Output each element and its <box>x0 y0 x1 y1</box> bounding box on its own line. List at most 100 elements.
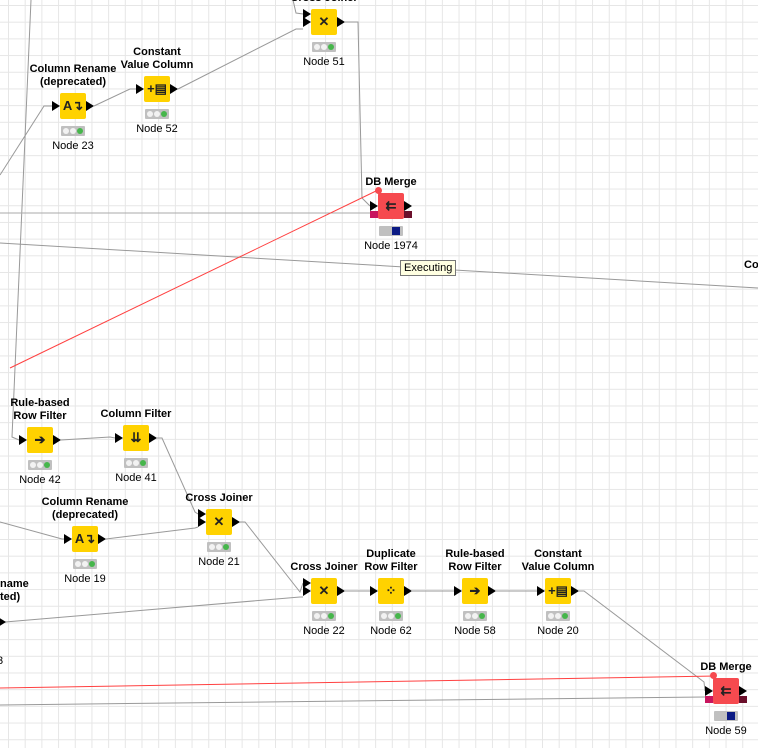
input-port[interactable] <box>136 84 144 94</box>
duplicate-row-filter-icon[interactable]: ⁘ <box>378 578 404 604</box>
node-59[interactable]: DB Merge⇇Node 59 <box>700 661 751 738</box>
status-yellow-off <box>69 128 76 134</box>
db-session-input-port[interactable] <box>705 696 713 703</box>
input-port[interactable] <box>303 9 311 19</box>
output-port[interactable] <box>0 617 6 627</box>
data-connection[interactable] <box>177 28 303 90</box>
data-connection[interactable] <box>157 437 199 515</box>
node-title-line: Row Filter <box>364 560 418 573</box>
status-traffic-light <box>463 611 487 621</box>
input-port[interactable] <box>454 586 462 596</box>
data-connection[interactable] <box>60 436 116 441</box>
input-port[interactable] <box>303 17 311 27</box>
db-session-input-port[interactable] <box>370 211 378 218</box>
node-41[interactable]: Column Filter⇊Node 41 <box>101 408 172 485</box>
status-green-on <box>562 613 569 619</box>
input-port[interactable] <box>370 201 378 211</box>
input-port[interactable] <box>64 534 72 544</box>
partial-title-line: ted) <box>0 590 21 603</box>
status-red-off <box>62 128 69 134</box>
input-port[interactable] <box>198 517 206 527</box>
output-port[interactable] <box>149 433 157 443</box>
status-red-off <box>208 544 215 550</box>
cross-joiner-icon[interactable]: ✕ <box>311 578 337 604</box>
output-port[interactable] <box>98 534 106 544</box>
output-port[interactable] <box>404 586 412 596</box>
output-port[interactable] <box>232 517 240 527</box>
node-19[interactable]: Column Rename(deprecated)A↴Node 19 <box>42 496 129 585</box>
data-connection[interactable] <box>579 590 706 692</box>
flow-variable-connection[interactable] <box>0 675 717 689</box>
status-yellow-off <box>387 613 394 619</box>
data-connection[interactable] <box>105 526 199 540</box>
status-executing <box>714 711 738 721</box>
input-port[interactable] <box>537 586 545 596</box>
data-connection[interactable] <box>0 521 64 540</box>
node-label: Node 42 <box>19 474 61 486</box>
status-executing <box>379 226 403 236</box>
node-23[interactable]: Column Rename(deprecated)A↴Node 23 <box>30 63 117 152</box>
status-traffic-light <box>207 542 231 552</box>
output-port[interactable] <box>488 586 496 596</box>
input-port[interactable] <box>370 586 378 596</box>
column-rename-icon[interactable]: A↴ <box>60 93 86 119</box>
input-port[interactable] <box>19 435 27 445</box>
data-connection[interactable] <box>0 696 706 706</box>
rule-row-filter-icon[interactable]: ➔ <box>27 427 53 453</box>
node-title-line: Cross Joiner <box>290 560 358 573</box>
input-port[interactable] <box>303 578 311 588</box>
output-port[interactable] <box>337 17 345 27</box>
rule-row-filter-icon[interactable]: ➔ <box>462 578 488 604</box>
node-title-line: Rule-based <box>445 548 505 560</box>
db-session-output-port[interactable] <box>739 696 747 703</box>
output-port[interactable] <box>404 201 412 211</box>
node-title-line: Value Column <box>120 58 194 71</box>
output-port[interactable] <box>170 84 178 94</box>
output-port[interactable] <box>571 586 579 596</box>
data-connection[interactable] <box>0 242 758 289</box>
data-connection[interactable] <box>292 0 304 15</box>
node-51[interactable]: Cross Joiner✕Node 51 <box>290 0 357 68</box>
flow-variable-port[interactable] <box>375 187 382 194</box>
flow-variable-port[interactable] <box>710 672 717 679</box>
node-title-line: Rule-based <box>10 397 70 409</box>
node-title: DB Merge <box>700 661 751 674</box>
node-21[interactable]: Cross Joiner✕Node 21 <box>185 492 252 569</box>
node-22[interactable]: Cross Joiner✕Node 22 <box>290 561 357 638</box>
data-connection[interactable] <box>0 105 52 176</box>
data-connection[interactable] <box>4 596 303 623</box>
data-connection[interactable] <box>345 21 371 207</box>
db-session-output-port[interactable] <box>404 211 412 218</box>
input-port[interactable] <box>303 586 311 596</box>
column-filter-icon[interactable]: ⇊ <box>123 425 149 451</box>
cross-joiner-icon[interactable]: ✕ <box>206 509 232 535</box>
cross-joiner-icon[interactable]: ✕ <box>311 9 337 35</box>
data-connection[interactable] <box>240 521 304 594</box>
output-port[interactable] <box>53 435 61 445</box>
constant-value-icon[interactable]: +▤ <box>144 76 170 102</box>
status-red-off <box>464 613 471 619</box>
db-merge-icon[interactable]: ⇇ <box>378 193 404 219</box>
output-port[interactable] <box>337 586 345 596</box>
input-port[interactable] <box>52 101 60 111</box>
constant-value-icon[interactable]: +▤ <box>545 578 571 604</box>
input-port[interactable] <box>705 686 713 696</box>
column-rename-icon[interactable]: A↴ <box>72 526 98 552</box>
data-connection[interactable] <box>93 88 136 107</box>
flow-variable-connection[interactable] <box>9 190 377 369</box>
input-port[interactable] <box>198 509 206 519</box>
db-merge-icon[interactable]: ⇇ <box>713 678 739 704</box>
input-port[interactable] <box>115 433 123 443</box>
node-1974[interactable]: DB Merge⇇Node 1974 <box>364 176 418 253</box>
output-port[interactable] <box>739 686 747 696</box>
output-port[interactable] <box>86 101 94 111</box>
data-connection[interactable] <box>11 0 32 441</box>
